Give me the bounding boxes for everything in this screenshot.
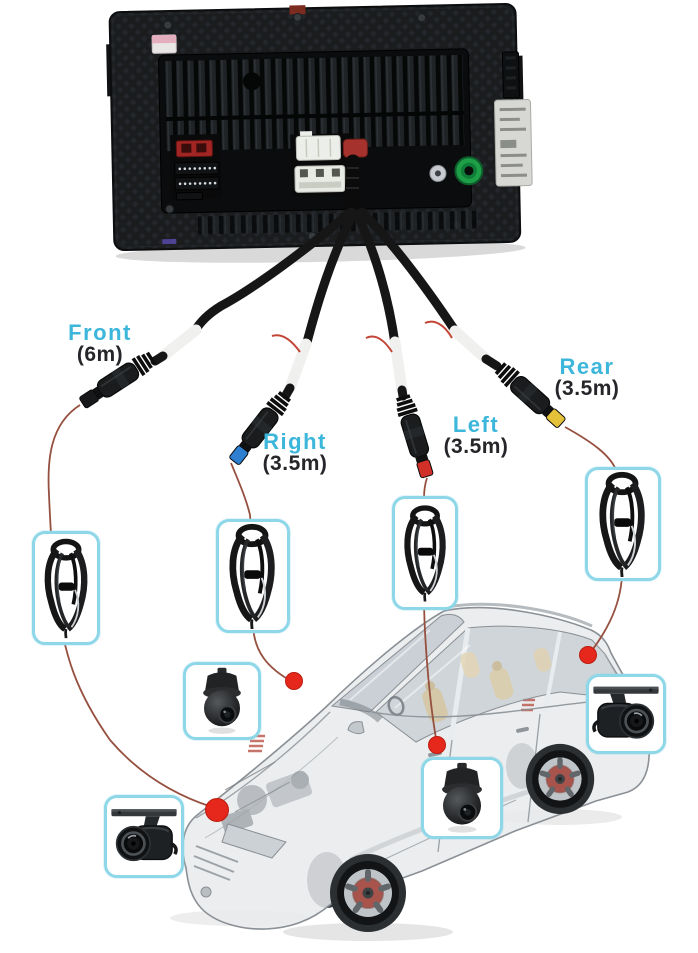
camera-cables <box>79 154 566 479</box>
bracket-camera-icon <box>109 807 179 863</box>
callout-coil-right <box>216 519 290 633</box>
interior-seats-detail <box>422 647 552 723</box>
cable-name-rear: Rear <box>559 354 615 379</box>
connector-right <box>229 388 295 465</box>
cable-name-front: Front <box>68 320 132 345</box>
connector-left <box>391 393 434 479</box>
mount-dot-right-side <box>428 736 446 754</box>
cable-length-rear: (3.5m) <box>554 377 620 401</box>
coiled-cable-icon <box>603 475 642 577</box>
mount-dot-left-side <box>285 672 303 690</box>
sleeve-front <box>157 324 202 362</box>
rear-connector-tip <box>545 408 566 428</box>
callout-coil-front <box>32 531 100 645</box>
callout-camera-left-side <box>183 662 261 740</box>
sleeve-rear <box>449 325 492 365</box>
mount-dot-rear <box>579 646 597 664</box>
head-unit-rear-panel <box>106 2 533 263</box>
mount-point-dots <box>205 646 597 822</box>
cable-boot <box>344 154 361 216</box>
left-connector-tip <box>416 459 434 479</box>
cable-name-right: Right <box>263 429 327 454</box>
cable-length-front: (6m) <box>76 343 124 367</box>
callout-camera-right-side <box>421 757 503 839</box>
cable-front <box>190 207 356 336</box>
sleeve-left <box>389 336 408 396</box>
cable-label-rear: Rear (3.5m) <box>527 355 647 400</box>
connector-front <box>79 348 159 409</box>
right-connector-tip <box>229 445 249 465</box>
camera-socket-red <box>342 138 368 158</box>
engine-bay-detail <box>220 698 535 834</box>
front-wheel <box>329 853 407 933</box>
cable-left <box>352 209 400 349</box>
coiled-cable-icon <box>407 508 442 602</box>
callout-camera-rear <box>586 674 666 754</box>
cable-rear <box>357 207 461 337</box>
rear-wheel <box>524 743 596 815</box>
connector-rear <box>492 359 566 428</box>
cable-length-left: (3.5m) <box>443 435 509 459</box>
mount-dot-front <box>205 798 229 822</box>
cable-name-left: Left <box>452 412 500 437</box>
pin-header-row <box>174 161 220 176</box>
pin-header-row <box>174 176 220 191</box>
cable-label-right: Right (3.5m) <box>235 430 355 475</box>
cable-right <box>301 209 358 351</box>
coiled-cable-icon <box>233 527 272 629</box>
front-connector-tip <box>79 389 99 409</box>
sleeve-right <box>284 338 312 394</box>
heatsink-fins-bottom <box>165 114 465 152</box>
callout-coil-rear <box>585 467 661 581</box>
heatsink-fins-top <box>164 54 464 118</box>
callout-coil-left <box>392 496 458 610</box>
callout-camera-front <box>104 795 184 878</box>
coiled-cable-icon <box>48 542 84 639</box>
bracket-camera-icon <box>591 684 661 740</box>
cable-length-right: (3.5m) <box>262 452 328 476</box>
dome-camera-icon <box>441 761 483 834</box>
dome-camera-icon <box>202 666 242 735</box>
cable-label-front: Front (6m) <box>40 321 160 366</box>
cable-label-left: Left (3.5m) <box>416 413 536 458</box>
car-xray-illustration <box>170 602 651 941</box>
